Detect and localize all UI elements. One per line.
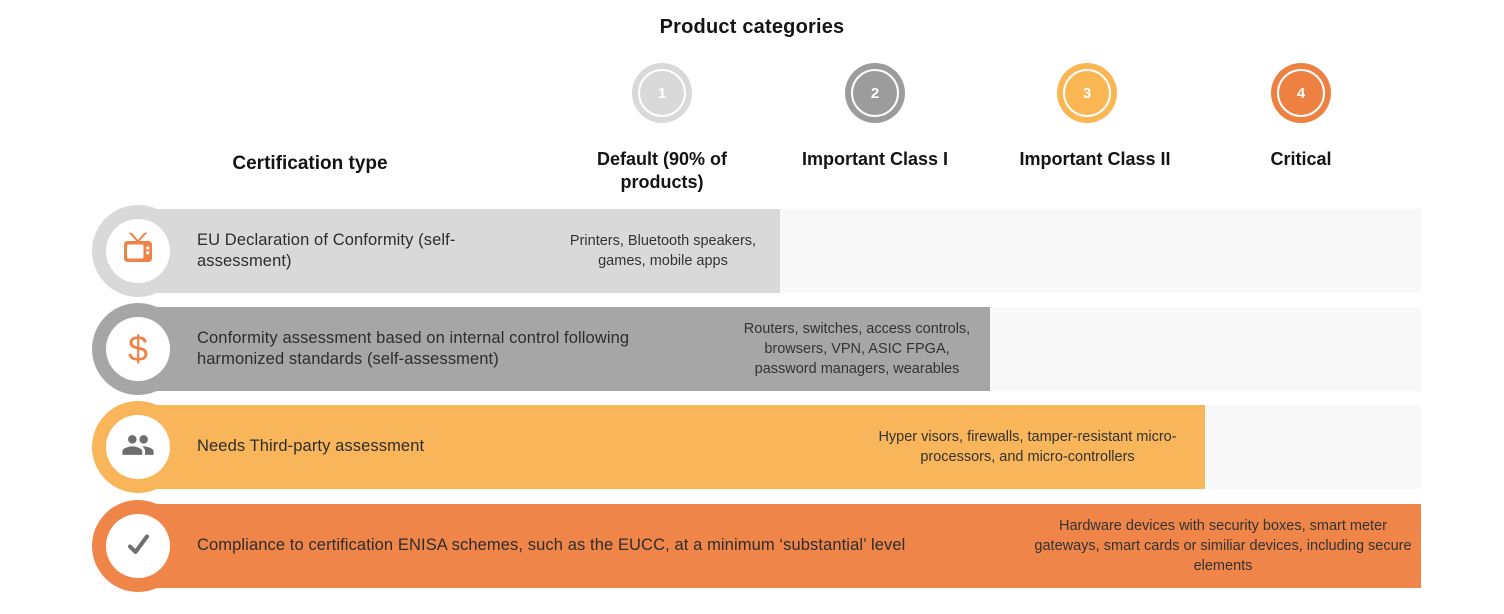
category-number-1: 1 bbox=[657, 84, 667, 102]
category-number-4: 4 bbox=[1296, 84, 1306, 102]
certification-label: Compliance to certification ENISA scheme… bbox=[197, 536, 906, 555]
row-icon-badge: $ bbox=[106, 317, 170, 381]
category-circle-2: 2 bbox=[845, 63, 905, 123]
product-examples: Routers, switches, access controls, brow… bbox=[743, 321, 971, 377]
people-icon bbox=[121, 428, 155, 467]
page-title: Product categories bbox=[659, 16, 845, 38]
row-enisa-certification: Compliance to certification ENISA scheme… bbox=[0, 500, 1504, 596]
certification-type-header: Certification type bbox=[232, 153, 388, 174]
product-examples: Hyper visors, firewalls, tamper-resistan… bbox=[878, 429, 1177, 465]
row-third-party-assessment: Needs Third-party assessment Hyper visor… bbox=[0, 401, 1504, 497]
row-bar bbox=[96, 504, 1421, 588]
category-number-2: 2 bbox=[870, 84, 880, 102]
row-track bbox=[1205, 405, 1421, 489]
row-track bbox=[780, 209, 1421, 293]
column-header-important-class-2: Important Class II bbox=[1019, 149, 1171, 169]
row-bar bbox=[96, 405, 1205, 489]
category-circle-3: 3 bbox=[1057, 63, 1117, 123]
certification-label: EU Declaration of Conformity (self-asses… bbox=[197, 230, 456, 270]
product-examples: Hardware devices with security boxes, sm… bbox=[1034, 518, 1412, 574]
row-icon-badge bbox=[106, 219, 170, 283]
row-bar bbox=[96, 307, 990, 391]
column-header-default: Default (90% of products) bbox=[596, 149, 728, 192]
category-number-3: 3 bbox=[1082, 84, 1092, 102]
tv-icon bbox=[120, 232, 156, 270]
category-circle-4: 4 bbox=[1271, 63, 1331, 123]
row-eu-declaration: EU Declaration of Conformity (self-asses… bbox=[0, 205, 1504, 301]
certification-label: Conformity assessment based on internal … bbox=[197, 328, 630, 368]
row-track bbox=[990, 307, 1421, 391]
row-bar bbox=[96, 209, 780, 293]
checkmark-icon bbox=[122, 528, 154, 565]
row-icon-badge bbox=[106, 514, 170, 578]
category-circle-1: 1 bbox=[632, 63, 692, 123]
column-header-important-class-1: Important Class I bbox=[801, 149, 949, 169]
certification-label: Needs Third-party assessment bbox=[197, 437, 425, 456]
dollar-icon: $ bbox=[127, 328, 149, 369]
row-conformity-assessment: $ Conformity assessment based on interna… bbox=[0, 303, 1504, 399]
row-icon-badge bbox=[106, 415, 170, 479]
column-header-critical: Critical bbox=[1270, 149, 1332, 169]
product-examples: Printers, Bluetooth speakers, games, mob… bbox=[569, 233, 757, 269]
